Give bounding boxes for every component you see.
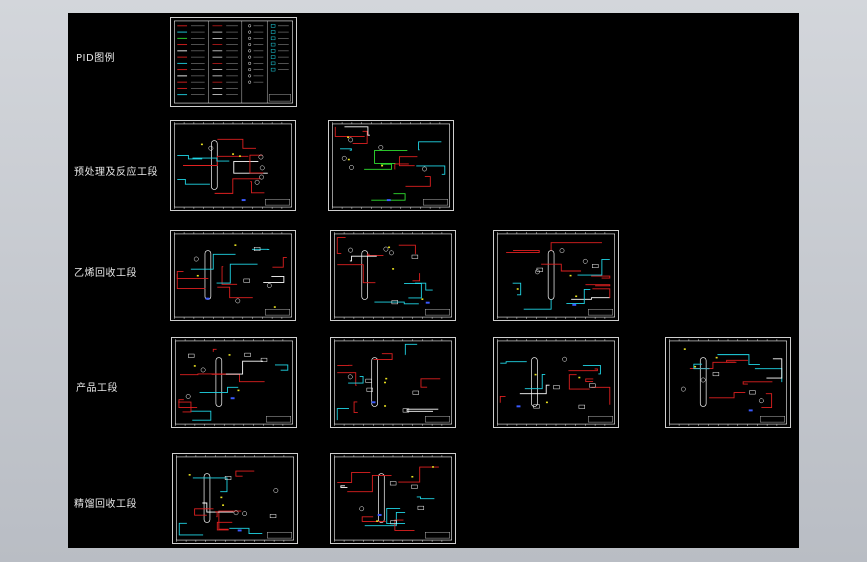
- legend-sheet[interactable]: [170, 17, 297, 107]
- pid-drawing: [175, 338, 293, 427]
- pid-drawing: [332, 121, 450, 210]
- pid-sheet-ethylene-3[interactable]: [493, 230, 619, 321]
- pid-drawing: [334, 231, 452, 320]
- pid-sheet-product-4[interactable]: [665, 337, 791, 428]
- pid-sheet-distillation-2[interactable]: [330, 453, 456, 544]
- drawing-canvas: PID图例 预处理及反应工段 乙烯回收工段 产品工段 精馏回收工段: [68, 13, 799, 548]
- section-label-distillation-recovery: 精馏回收工段: [74, 499, 137, 510]
- pid-sheet-product-2[interactable]: [330, 337, 456, 428]
- pid-sheet-ethylene-2[interactable]: [330, 230, 456, 321]
- section-label-ethylene-recovery: 乙烯回收工段: [74, 268, 137, 279]
- pid-drawing: [174, 121, 292, 210]
- pid-sheet-product-3[interactable]: [493, 337, 619, 428]
- pid-sheet-pretreatment-1[interactable]: [170, 120, 296, 211]
- pid-drawing: [669, 338, 787, 427]
- section-label-pretreatment: 预处理及反应工段: [74, 167, 158, 178]
- legend-drawing: [174, 20, 293, 104]
- pid-drawing: [497, 338, 615, 427]
- pid-drawing: [174, 231, 292, 320]
- pid-sheet-distillation-1[interactable]: [172, 453, 298, 544]
- section-label-product: 产品工段: [76, 383, 118, 394]
- pid-drawing: [334, 454, 452, 543]
- pid-sheet-pretreatment-2[interactable]: [328, 120, 454, 211]
- pid-drawing: [497, 231, 615, 320]
- pid-sheet-ethylene-1[interactable]: [170, 230, 296, 321]
- pid-sheet-product-1[interactable]: [171, 337, 297, 428]
- section-label-legend: PID图例: [76, 53, 116, 64]
- pid-drawing: [176, 454, 294, 543]
- pid-drawing: [334, 338, 452, 427]
